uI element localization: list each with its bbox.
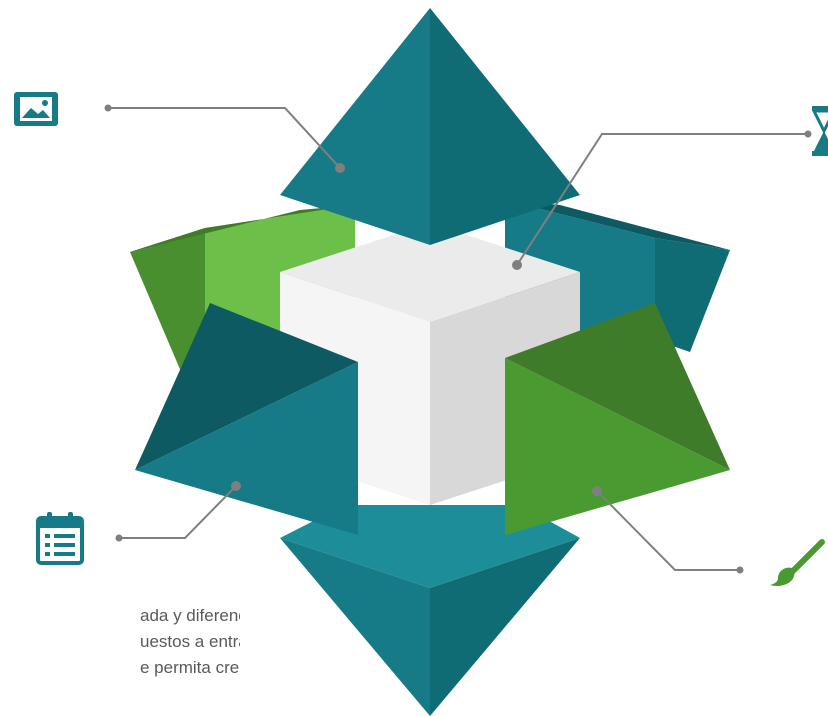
caption-line-1: ada y diferenciada xyxy=(140,606,240,625)
caption-line-2: uestos a entrar xyxy=(140,632,240,651)
connector-dot xyxy=(335,163,345,173)
calendar-list-icon xyxy=(36,512,84,565)
connector-top-left xyxy=(108,107,341,169)
connector-dot xyxy=(512,260,522,270)
bottom-diamond xyxy=(280,505,580,716)
connector-dot xyxy=(592,486,602,496)
connector-dot xyxy=(736,566,744,574)
caption-line-3: e permita crecer xyxy=(140,658,240,677)
connector-bottom-right xyxy=(596,490,740,571)
connector-dot xyxy=(804,130,812,138)
green-right-wing xyxy=(505,303,730,535)
paintbrush-icon xyxy=(770,539,825,586)
connector-dot xyxy=(231,481,241,491)
connector-bottom-left xyxy=(119,485,237,539)
connector-dot xyxy=(104,104,112,112)
teal-left-wing xyxy=(135,303,358,535)
connector-dot xyxy=(115,534,123,542)
caption-text: ada y diferenciada uestos a entrar e per… xyxy=(140,603,240,681)
image-icon xyxy=(14,92,58,126)
hourglass-icon xyxy=(812,106,828,156)
top-diamond xyxy=(280,8,580,245)
connector-top-right xyxy=(516,133,808,266)
